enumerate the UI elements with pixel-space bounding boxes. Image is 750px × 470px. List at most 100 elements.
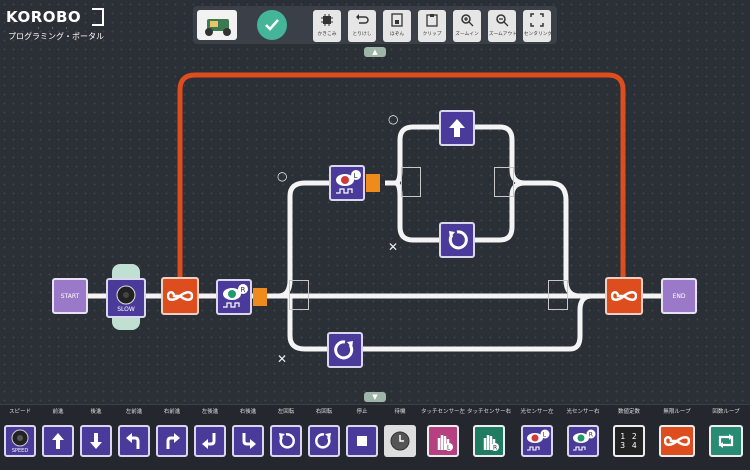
palette-label: 光センサー左 — [520, 409, 554, 415]
palette-label: 右後進 — [239, 409, 257, 415]
light-sensor-left-block[interactable]: L — [329, 165, 365, 201]
zoom-out-button[interactable]: ズームアウト — [488, 10, 518, 42]
count-loop-icon — [718, 434, 734, 448]
center-button[interactable]: センタリング — [523, 10, 553, 42]
center-label: センタリング — [523, 31, 553, 37]
stop-icon — [357, 436, 367, 446]
arrow-down-icon — [90, 433, 102, 449]
robot-connect-button[interactable] — [197, 10, 237, 40]
clip-button[interactable]: クリップ — [418, 10, 446, 42]
loop-end-block[interactable] — [605, 277, 643, 315]
rotate-right-block[interactable] — [327, 332, 363, 368]
palette-item-backward[interactable]: 後進 — [76, 409, 116, 457]
palette-item-speed[interactable]: スピード SPEED — [0, 409, 40, 457]
eye-sensor-icon: R — [223, 284, 248, 308]
false-marker-icon: ✕ — [277, 352, 288, 366]
palette-label: スピード — [8, 409, 31, 415]
palette-label: 左前進 — [125, 409, 143, 415]
palette-item-infinite-loop[interactable]: 無限ループ — [654, 409, 700, 457]
merge-slot-upper[interactable] — [494, 167, 514, 197]
palette-item-wait[interactable]: 待機 — [380, 409, 420, 457]
badge-l: L — [543, 432, 547, 439]
number-icon: 1 2 3 4 — [620, 432, 638, 450]
end-block[interactable]: END — [661, 278, 697, 314]
palette-label: 右回転 — [315, 409, 333, 415]
palette-item-forward[interactable]: 前進 — [38, 409, 78, 457]
zoom-out-label: ズームアウト — [488, 31, 518, 37]
sensor-badge-r: R — [241, 286, 246, 294]
palette-item-touch-right[interactable]: タッチセンサー右 R — [466, 409, 512, 457]
light-sensor-right-block[interactable]: R — [216, 279, 252, 315]
undo-icon — [356, 14, 369, 24]
touch-hand-icon: L — [437, 435, 453, 452]
collapse-bottom-toggle[interactable]: ▼ — [364, 392, 386, 402]
logo-three-mark — [92, 8, 104, 26]
eye-sensor-icon: L — [336, 170, 361, 194]
save-label: ほぞん — [389, 31, 405, 37]
check-button[interactable] — [257, 10, 287, 40]
palette-label: 前進 — [52, 409, 64, 415]
infinity-icon — [664, 436, 690, 446]
touch-hand-icon: R — [483, 435, 499, 452]
rotate-left-block[interactable] — [439, 222, 475, 258]
palette-item-number[interactable]: 数値定数 1 2 3 4 — [606, 409, 652, 457]
branch-slot[interactable] — [289, 280, 309, 310]
true-marker-icon: ○ — [277, 169, 288, 183]
undo-button[interactable]: とりけし — [348, 10, 376, 42]
forward-block[interactable] — [439, 110, 475, 146]
palette-item-light-left[interactable]: 光センサー左 L — [514, 409, 560, 457]
clip-label: クリップ — [422, 31, 442, 37]
palette-item-rotate-right[interactable]: 右回転 — [304, 409, 344, 457]
loop-start-block[interactable] — [161, 277, 199, 315]
branch-slot-upper[interactable] — [401, 167, 421, 197]
palette-item-light-right[interactable]: 光センサー右 R — [560, 409, 606, 457]
palette-label: 回数ループ — [712, 409, 740, 415]
branch-connector — [253, 288, 267, 306]
palette-label: 後進 — [90, 409, 102, 415]
write-label: かきこみ — [317, 31, 337, 37]
chevron-up-icon: ▲ — [372, 48, 378, 56]
rotate-left-icon — [279, 433, 295, 449]
robot-icon — [205, 19, 231, 36]
save-icon — [391, 13, 403, 27]
palette-item-forward-right[interactable]: 右前進 — [152, 409, 192, 457]
chip-icon — [321, 14, 333, 26]
infinity-icon — [611, 291, 637, 301]
collapse-top-toggle[interactable]: ▲ — [364, 47, 386, 57]
rotate-right-icon — [315, 433, 331, 449]
palette-item-count-loop[interactable]: 回数ループ — [704, 409, 748, 457]
palette-label: 右前進 — [163, 409, 181, 415]
arrow-up-icon — [449, 119, 465, 137]
start-block[interactable]: START — [52, 278, 88, 314]
palette-item-rotate-left[interactable]: 左回転 — [266, 409, 306, 457]
merge-slot-main[interactable] — [548, 280, 568, 310]
speed-sub-label: SPEED — [11, 448, 29, 454]
zoom-out-icon — [496, 14, 509, 27]
end-label: END — [672, 292, 686, 300]
eye-sensor-icon: L — [527, 429, 550, 451]
zoom-in-button[interactable]: ズームイン — [453, 10, 481, 42]
palette-item-stop[interactable]: 停止 — [342, 409, 382, 457]
palette-item-touch-left[interactable]: タッチセンサー左 L — [420, 409, 466, 457]
badge-r: R — [589, 432, 593, 439]
back-left-icon — [202, 433, 216, 449]
badge-l: L — [447, 445, 451, 452]
back-right-icon — [242, 433, 256, 449]
palette-item-forward-left[interactable]: 左前進 — [114, 409, 154, 457]
write-button[interactable]: かきこみ — [313, 10, 341, 42]
forward-left-icon — [126, 433, 140, 449]
zoom-in-icon — [461, 14, 474, 27]
palette-label: タッチセンサー左 — [420, 409, 465, 415]
speed-block[interactable]: SLOW — [106, 278, 146, 318]
rotate-right-icon — [334, 340, 354, 360]
start-label: START — [60, 292, 80, 300]
palette-item-back-left[interactable]: 左後進 — [190, 409, 230, 457]
save-button[interactable]: ほぞん — [383, 10, 411, 42]
palette-label: 左回転 — [277, 409, 295, 415]
palette-item-back-right[interactable]: 右後進 — [228, 409, 268, 457]
rotate-left-icon — [448, 230, 468, 250]
palette-label: 光センサー右 — [566, 409, 600, 415]
block-palette: スピード SPEED 前進 後進 左前進 右前進 左後進 右後進 左回転 右回転… — [0, 404, 750, 470]
palette-label: 左後進 — [201, 409, 219, 415]
palette-label: 待機 — [394, 409, 406, 415]
